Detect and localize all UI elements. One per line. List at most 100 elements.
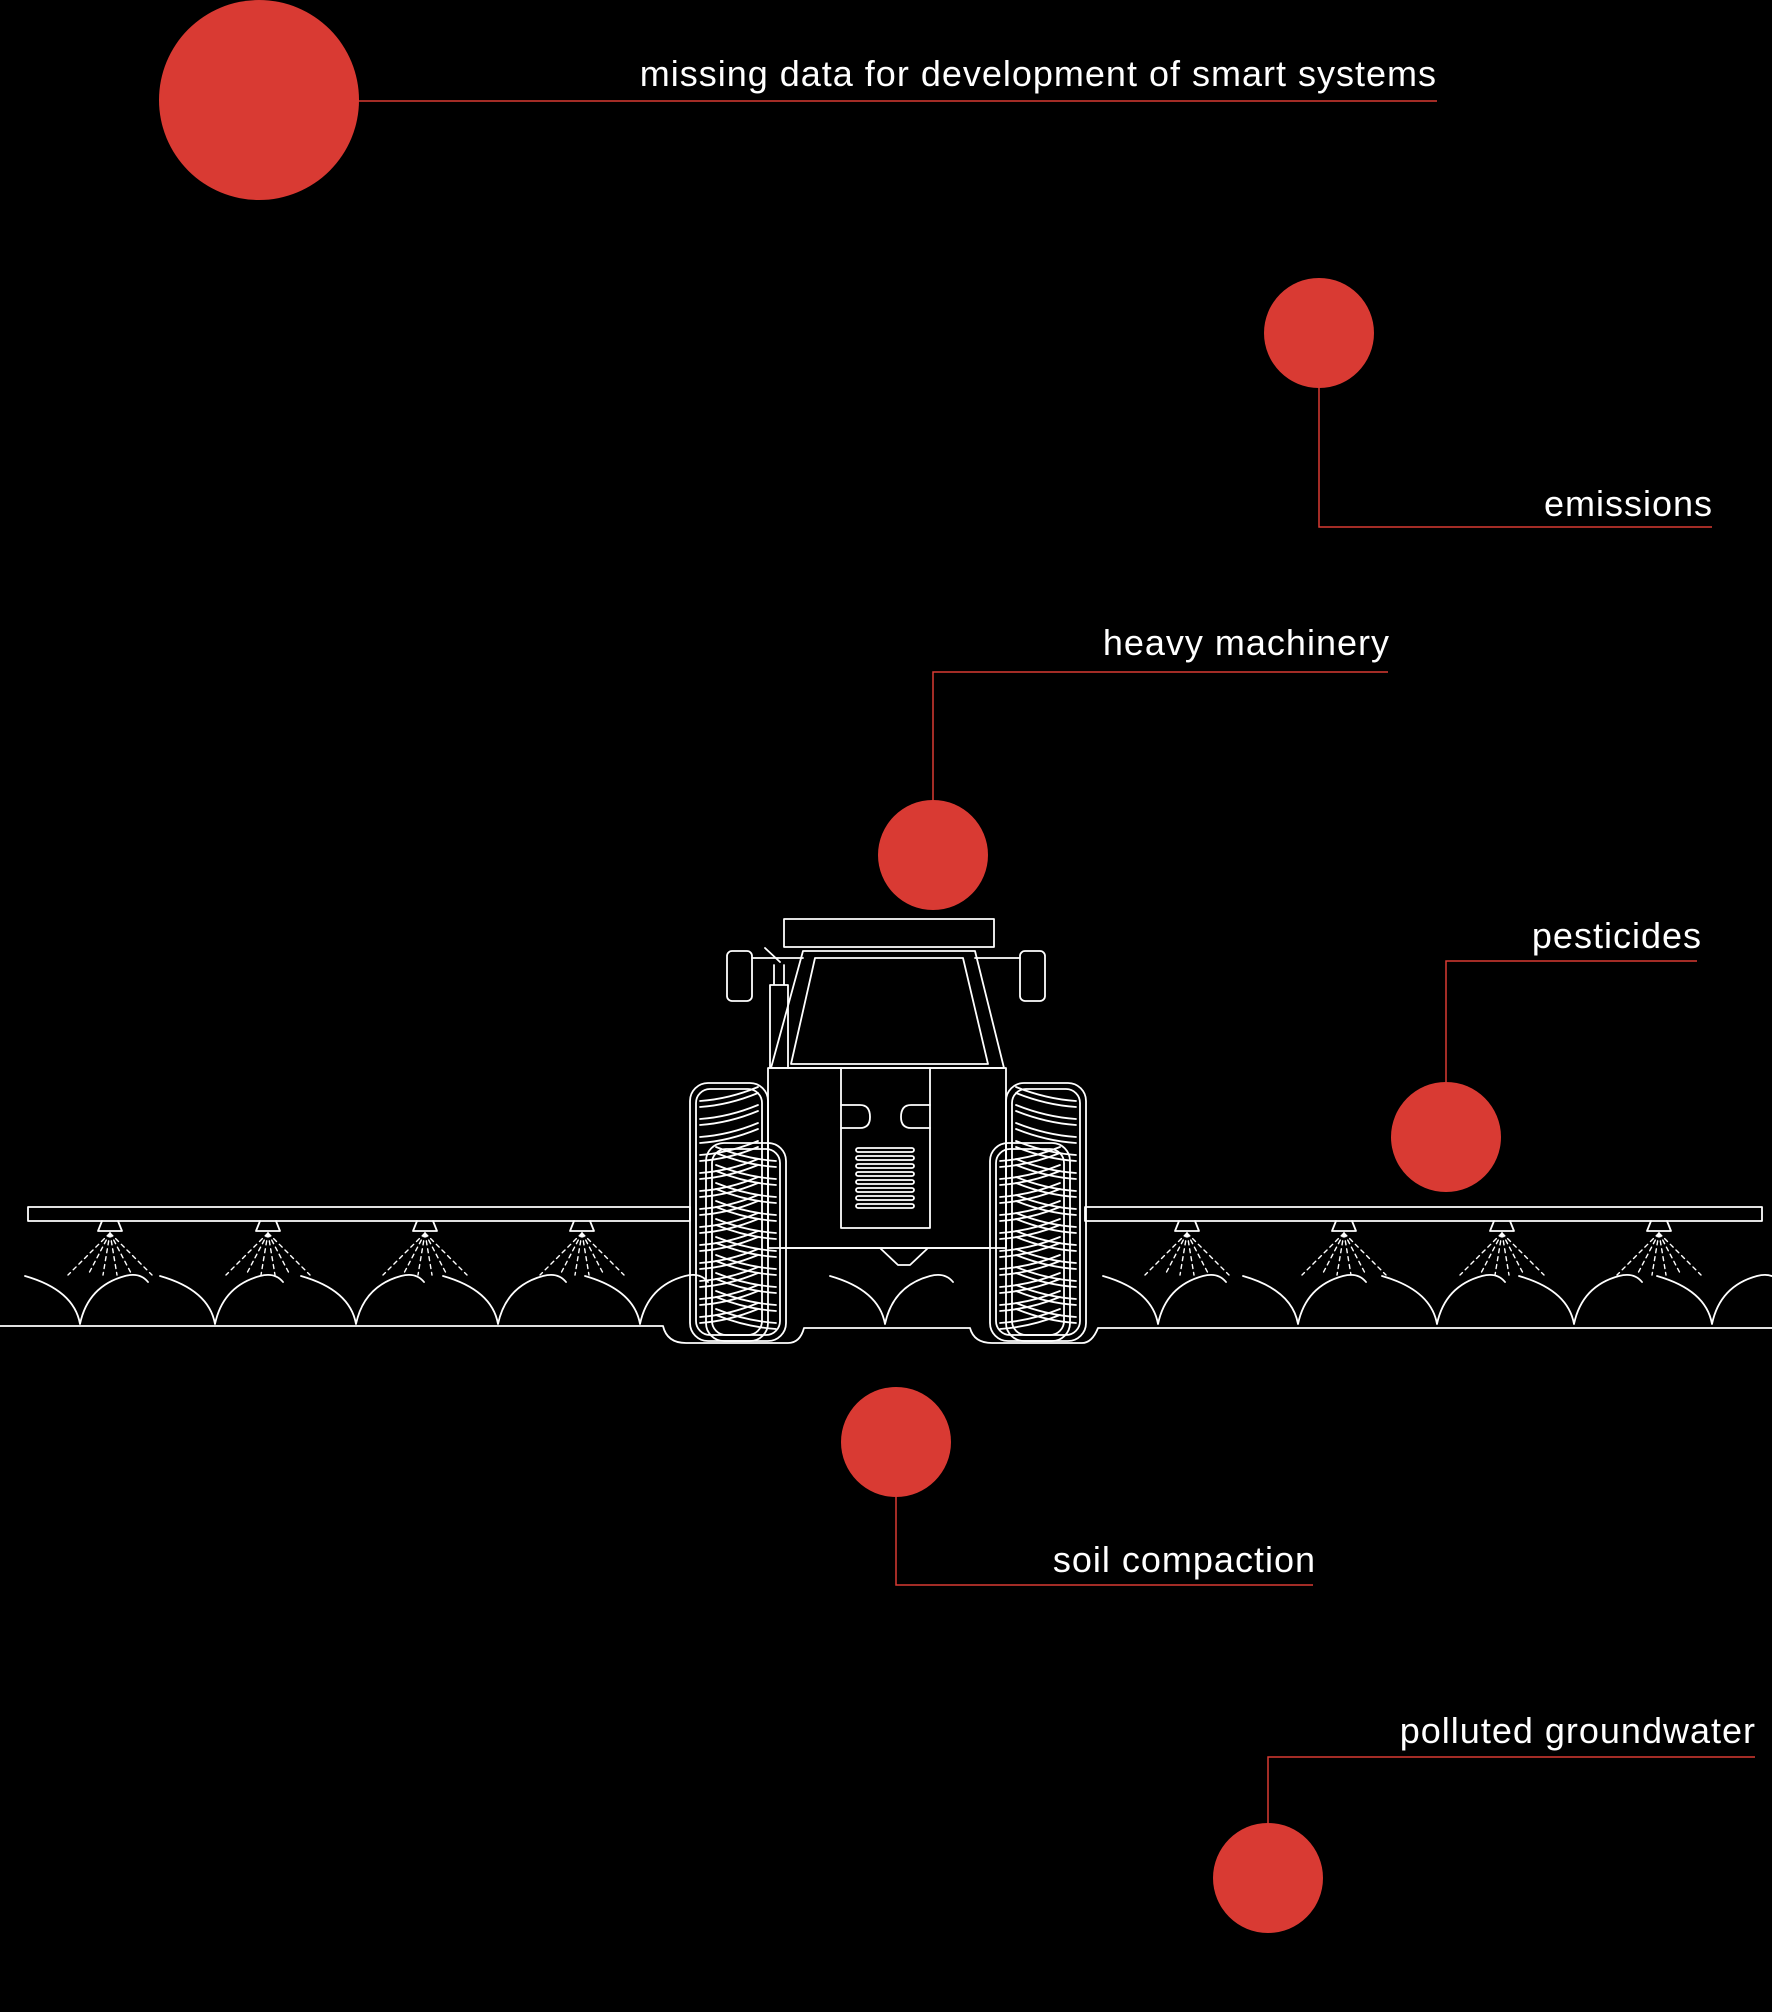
tread-lug bbox=[1015, 1218, 1077, 1234]
tread-lug bbox=[1015, 1308, 1077, 1324]
tread-lug bbox=[999, 1170, 1061, 1186]
tread-lug bbox=[999, 1242, 1061, 1258]
tread-lug bbox=[699, 1284, 759, 1300]
spray-line bbox=[1186, 1232, 1195, 1276]
tread-lug bbox=[1015, 1230, 1077, 1246]
exhaust-stack bbox=[764, 947, 789, 1069]
grille-slat bbox=[855, 1155, 915, 1161]
plant bbox=[24, 1273, 149, 1325]
tread-lug bbox=[1015, 1302, 1077, 1318]
tread-lug bbox=[1015, 1236, 1077, 1252]
label-polluted-groundwater: polluted groundwater bbox=[1399, 1710, 1756, 1751]
spray-line bbox=[1501, 1232, 1545, 1276]
line-art bbox=[0, 918, 1772, 1344]
tread-lug bbox=[699, 1128, 759, 1144]
spray-line bbox=[581, 1232, 625, 1276]
spray-line bbox=[225, 1232, 269, 1276]
grille-slat bbox=[855, 1179, 915, 1185]
tread-lug bbox=[699, 1236, 759, 1252]
tread-lug bbox=[999, 1272, 1061, 1288]
tread-lug bbox=[999, 1182, 1061, 1198]
sprayer-boom-right bbox=[1084, 1206, 1763, 1222]
ground-line bbox=[0, 1325, 1772, 1344]
callout-dots bbox=[159, 0, 1501, 1933]
spray-line bbox=[1186, 1232, 1230, 1276]
spray-line bbox=[109, 1232, 153, 1276]
plant bbox=[584, 1273, 709, 1325]
tread-lug bbox=[715, 1200, 777, 1216]
spray-line bbox=[1336, 1232, 1345, 1276]
plant bbox=[159, 1273, 284, 1325]
grille-slat bbox=[855, 1147, 915, 1153]
spray-line bbox=[67, 1232, 111, 1276]
tread-lug bbox=[715, 1152, 777, 1168]
plant bbox=[1381, 1273, 1506, 1325]
spray-line bbox=[267, 1232, 311, 1276]
tread-lug bbox=[1015, 1110, 1077, 1126]
label-pesticides: pesticides bbox=[1531, 915, 1702, 956]
tread-lug bbox=[999, 1260, 1061, 1276]
tread-lug bbox=[715, 1314, 777, 1330]
label-soil-compaction: soil compaction bbox=[1052, 1539, 1316, 1580]
spray-line bbox=[581, 1232, 605, 1276]
tread-lug bbox=[715, 1308, 777, 1324]
tread-lug bbox=[715, 1272, 777, 1288]
tread-lug bbox=[715, 1224, 777, 1240]
plant bbox=[1242, 1273, 1367, 1325]
spray-line bbox=[1651, 1232, 1660, 1276]
leader-polluted-groundwater bbox=[1267, 1756, 1755, 1825]
tread-lug bbox=[1015, 1164, 1077, 1180]
leader-heavy-machinery bbox=[932, 671, 1388, 800]
tread-lug bbox=[699, 1254, 759, 1270]
tractor-body bbox=[767, 1067, 1007, 1249]
spray-line bbox=[1459, 1232, 1503, 1276]
tread-lug bbox=[715, 1296, 777, 1312]
tractor-wheel bbox=[705, 1142, 787, 1342]
headlight-left bbox=[840, 1104, 871, 1129]
spray-line bbox=[382, 1232, 426, 1276]
spray-line bbox=[109, 1232, 133, 1276]
tread-lug bbox=[699, 1110, 759, 1126]
nozzle bbox=[569, 1220, 595, 1232]
plant bbox=[1518, 1273, 1643, 1325]
spray-line bbox=[109, 1232, 118, 1276]
tread-lug bbox=[715, 1290, 777, 1306]
tread-lug bbox=[1015, 1182, 1077, 1198]
nozzle bbox=[1646, 1220, 1672, 1232]
nozzle bbox=[1489, 1220, 1515, 1232]
tread-lug bbox=[715, 1182, 777, 1198]
dot-emissions bbox=[1264, 278, 1374, 388]
tread-lug bbox=[1015, 1272, 1077, 1288]
tread-lug bbox=[999, 1254, 1061, 1270]
spray-line bbox=[267, 1232, 291, 1276]
spray-line bbox=[1501, 1232, 1510, 1276]
mirror-right bbox=[1019, 950, 1046, 1002]
plant-row bbox=[24, 1273, 1772, 1325]
tread-lug bbox=[1015, 1290, 1077, 1306]
tread-lug bbox=[715, 1164, 777, 1180]
spray-line bbox=[424, 1232, 448, 1276]
spray-line bbox=[1343, 1232, 1367, 1276]
tread-lug bbox=[699, 1164, 759, 1180]
dot-polluted-groundwater bbox=[1213, 1823, 1323, 1933]
plant bbox=[442, 1273, 567, 1325]
spray-line bbox=[1343, 1232, 1387, 1276]
spray-line bbox=[424, 1232, 468, 1276]
plant bbox=[300, 1273, 425, 1325]
tread-lug bbox=[1015, 1200, 1077, 1216]
tread-lug bbox=[1015, 1254, 1077, 1270]
nozzle bbox=[1331, 1220, 1357, 1232]
tread-lug bbox=[999, 1290, 1061, 1306]
tread-lug bbox=[699, 1092, 759, 1108]
spray-line bbox=[1144, 1232, 1188, 1276]
nozzle bbox=[255, 1220, 281, 1232]
tread-lug bbox=[699, 1248, 759, 1264]
tread-lug bbox=[999, 1164, 1061, 1180]
spray-line bbox=[102, 1232, 111, 1276]
tire-inner bbox=[711, 1148, 781, 1336]
spray-line bbox=[1186, 1232, 1210, 1276]
tread-lug bbox=[699, 1218, 759, 1234]
tractor-wheel bbox=[1005, 1082, 1087, 1342]
